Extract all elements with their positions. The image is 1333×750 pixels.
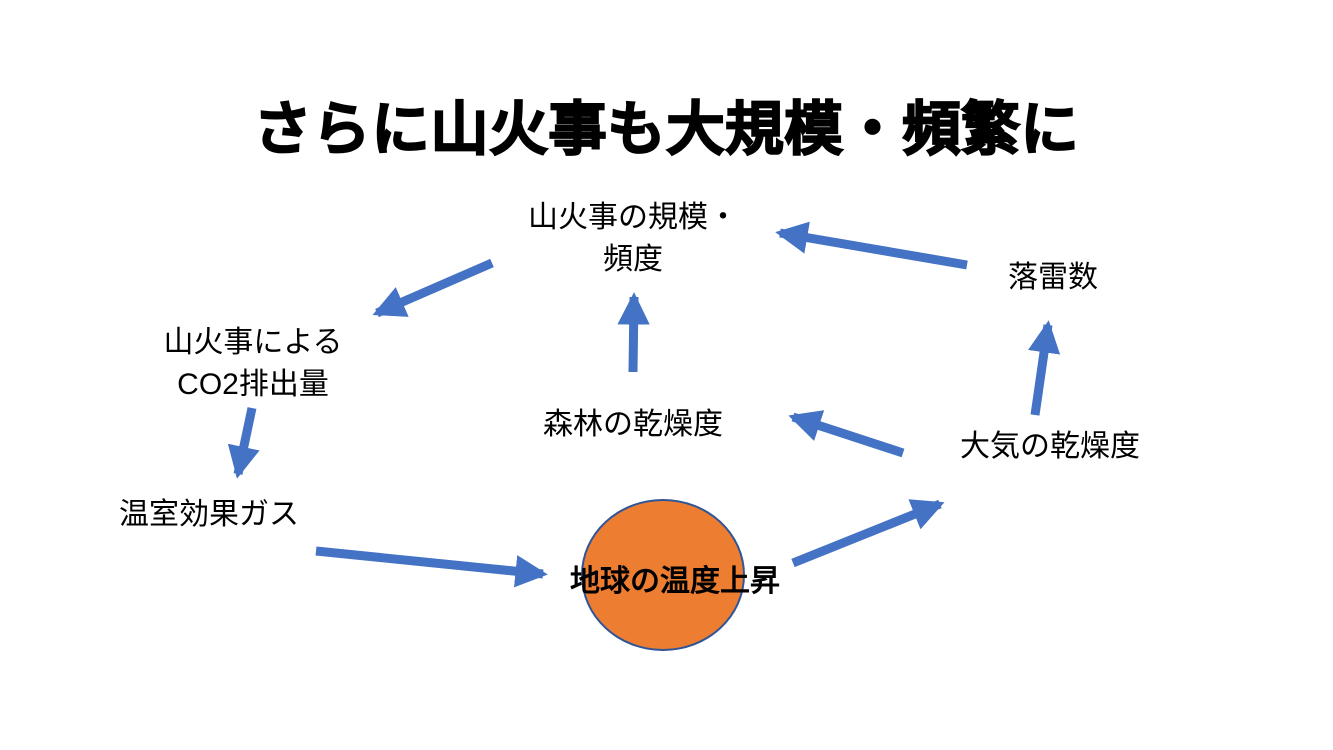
node-forest-dryness: 森林の乾燥度 (543, 408, 723, 441)
slide-title: さらに山火事も大規模・頻繁に (252, 96, 1080, 163)
arrow-co2-to-greenhouse-gas (227, 407, 260, 479)
node-greenhouse-gas: 温室効果ガス (119, 498, 299, 531)
arrow-greenhouse-gas-to-earth (315, 546, 548, 588)
arrow-forest-dryness-to-wildfire-scale (617, 292, 650, 373)
arrow-atmospheric-dryness-to-lightning (1028, 320, 1061, 416)
arrow-wildfire-scale-to-co2 (372, 258, 494, 318)
node-wildfire-co2-line2: CO2排出量 (177, 368, 329, 401)
arrow-atmospheric-dryness-to-forest-dryness (788, 410, 905, 458)
node-wildfire-co2: 山火事による CO2排出量 (103, 322, 403, 406)
node-lightning: 落雷数 (1008, 261, 1098, 294)
node-wildfire-co2-line1: 山火事による (163, 326, 343, 359)
earth-warming-label: 地球の温度上昇 (570, 565, 780, 598)
node-wildfire-scale: 山火事の規模・ 頻度 (483, 197, 783, 281)
node-wildfire-scale-line2: 頻度 (603, 243, 663, 276)
earth-warming-circle (581, 499, 745, 651)
arrow-earth-to-atmospheric-dryness (791, 499, 945, 568)
node-atmospheric-dryness: 大気の乾燥度 (960, 430, 1140, 463)
node-wildfire-scale-line1: 山火事の規模・ (528, 201, 738, 234)
